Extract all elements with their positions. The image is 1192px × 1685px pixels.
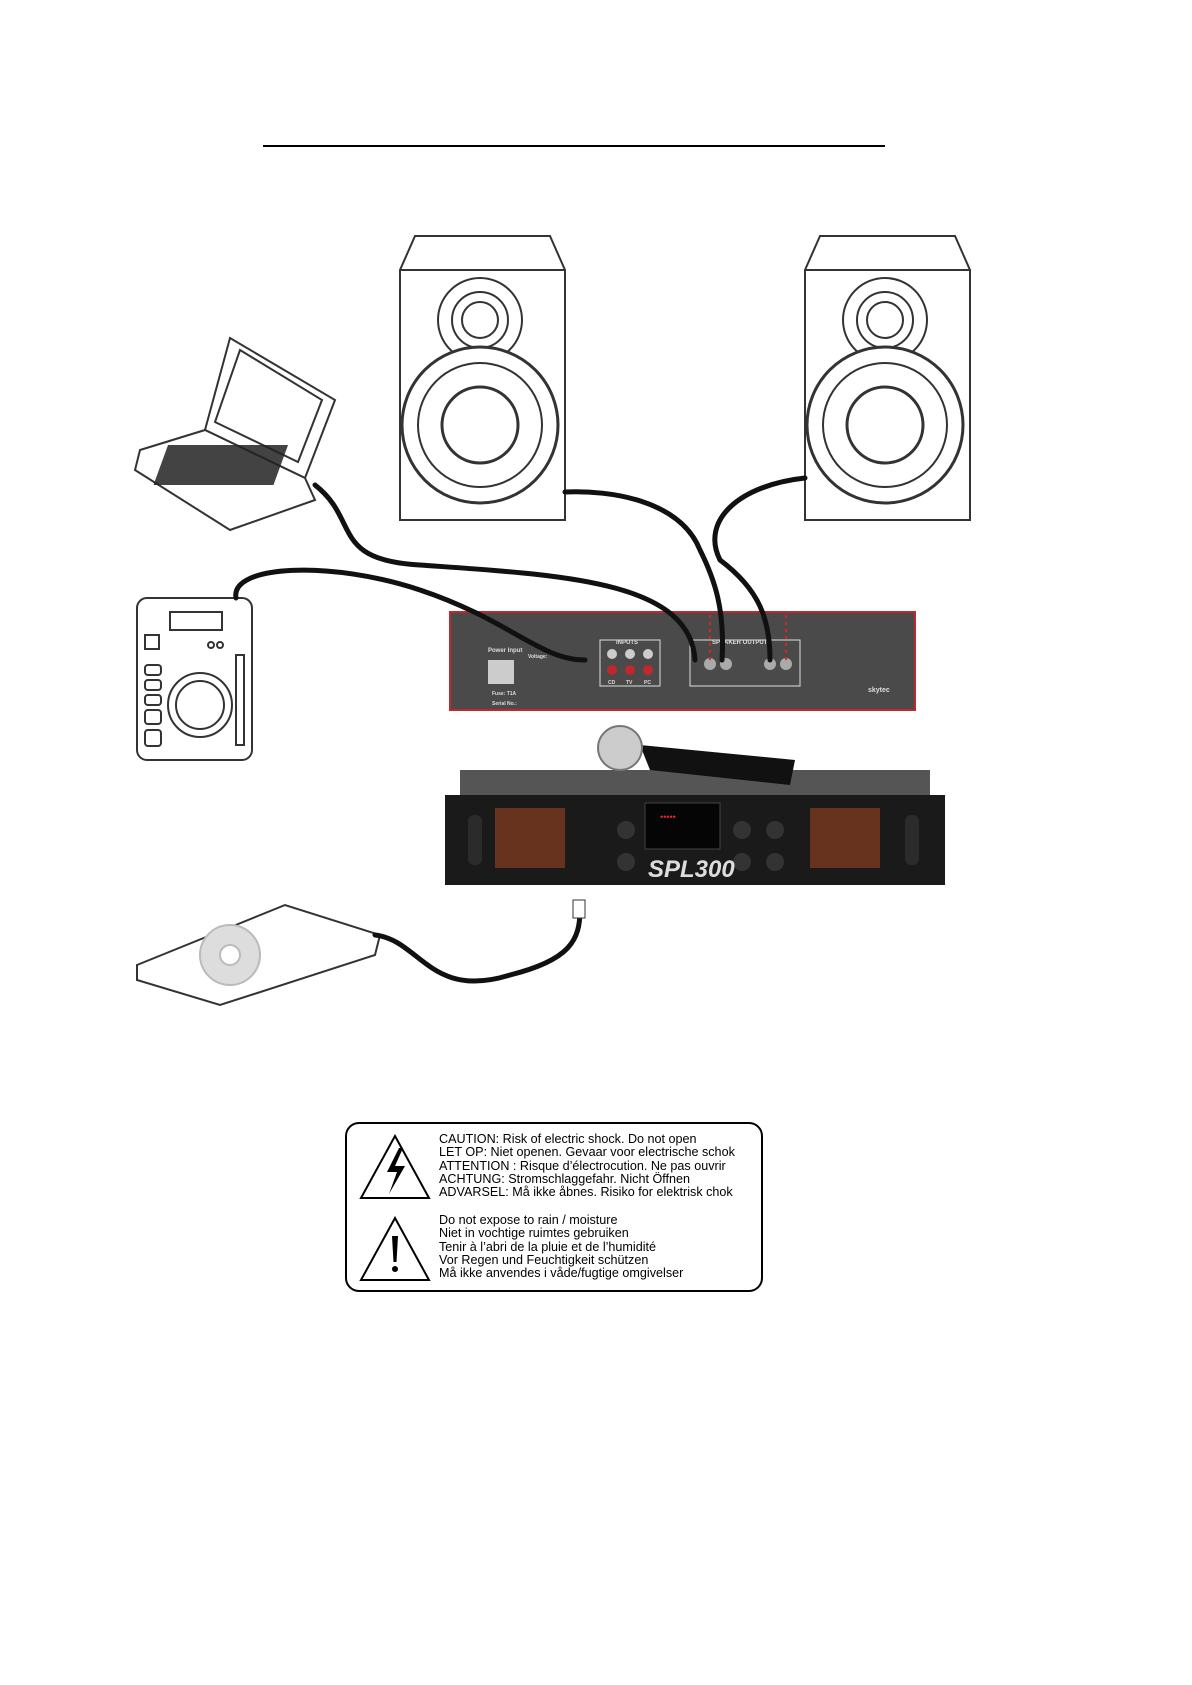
microphone xyxy=(597,725,795,785)
moisture-warning-text: Do not expose to rain / moisture Niet in… xyxy=(439,1213,684,1281)
input-cd-label: CD xyxy=(608,680,616,686)
warning-line: Tenir à l’abri de la pluie et de l’humid… xyxy=(439,1239,657,1254)
left-speaker xyxy=(399,235,566,521)
amplifier-front: ••••• SPL300 xyxy=(445,770,945,885)
speaker-output-label: SPEAKER OUTPUT xyxy=(712,640,768,646)
title-rule xyxy=(263,145,885,147)
media-player xyxy=(136,903,382,1007)
inputs-label: INPUTS xyxy=(616,640,638,646)
cd-player xyxy=(136,597,253,761)
brand-label: skytec xyxy=(868,687,890,694)
warning-line: Do not expose to rain / moisture xyxy=(439,1213,618,1227)
laptop xyxy=(133,336,337,532)
warning-line: ADVARSEL: Må ikke åbnes. Risiko for elek… xyxy=(439,1185,733,1200)
connection-diagram: Power Input Voltage: Fuse: T1A Serial No… xyxy=(133,235,971,1007)
power-input-label: Power Input xyxy=(488,648,522,654)
input-tv-label: TV xyxy=(626,680,633,686)
input-pc-label: PC xyxy=(644,680,651,686)
warning-line: Må ikke anvendes i våde/fugtige omgivels… xyxy=(439,1266,684,1281)
amplifier-model-label: SPL300 xyxy=(648,856,735,883)
warning-line: Vor Regen und Feuchtigkeit schützen xyxy=(439,1252,649,1267)
warning-line: ACHTUNG: Stromschlaggefahr. Nicht Öffnen xyxy=(439,1171,691,1186)
electric-shock-warning-icon xyxy=(359,1134,431,1199)
caution-box: CAUTION: Risk of electric shock. Do not … xyxy=(345,1122,763,1292)
cables xyxy=(233,475,808,984)
warning-line: ATTENTION : Risque d’électrocution. Ne p… xyxy=(439,1158,726,1173)
right-speaker xyxy=(804,235,971,521)
electric-warning-text: CAUTION: Risk of electric shock. Do not … xyxy=(439,1132,735,1200)
serial-label: Serial No.: xyxy=(492,701,517,707)
warning-line: CAUTION: Risk of electric shock. Do not … xyxy=(439,1132,697,1146)
red-dotted-guides xyxy=(709,615,787,660)
warning-line: LET OP: Niet openen. Gevaar voor electri… xyxy=(439,1145,735,1160)
exclamation-warning-icon xyxy=(359,1216,431,1281)
svg-text:•••••: ••••• xyxy=(660,812,676,822)
warning-line: Niet in vochtige ruimtes gebruiken xyxy=(439,1226,629,1241)
voltage-label: Voltage: xyxy=(528,654,548,660)
fuse-label: Fuse: T1A xyxy=(492,691,517,697)
media-jack-icon xyxy=(572,899,586,919)
